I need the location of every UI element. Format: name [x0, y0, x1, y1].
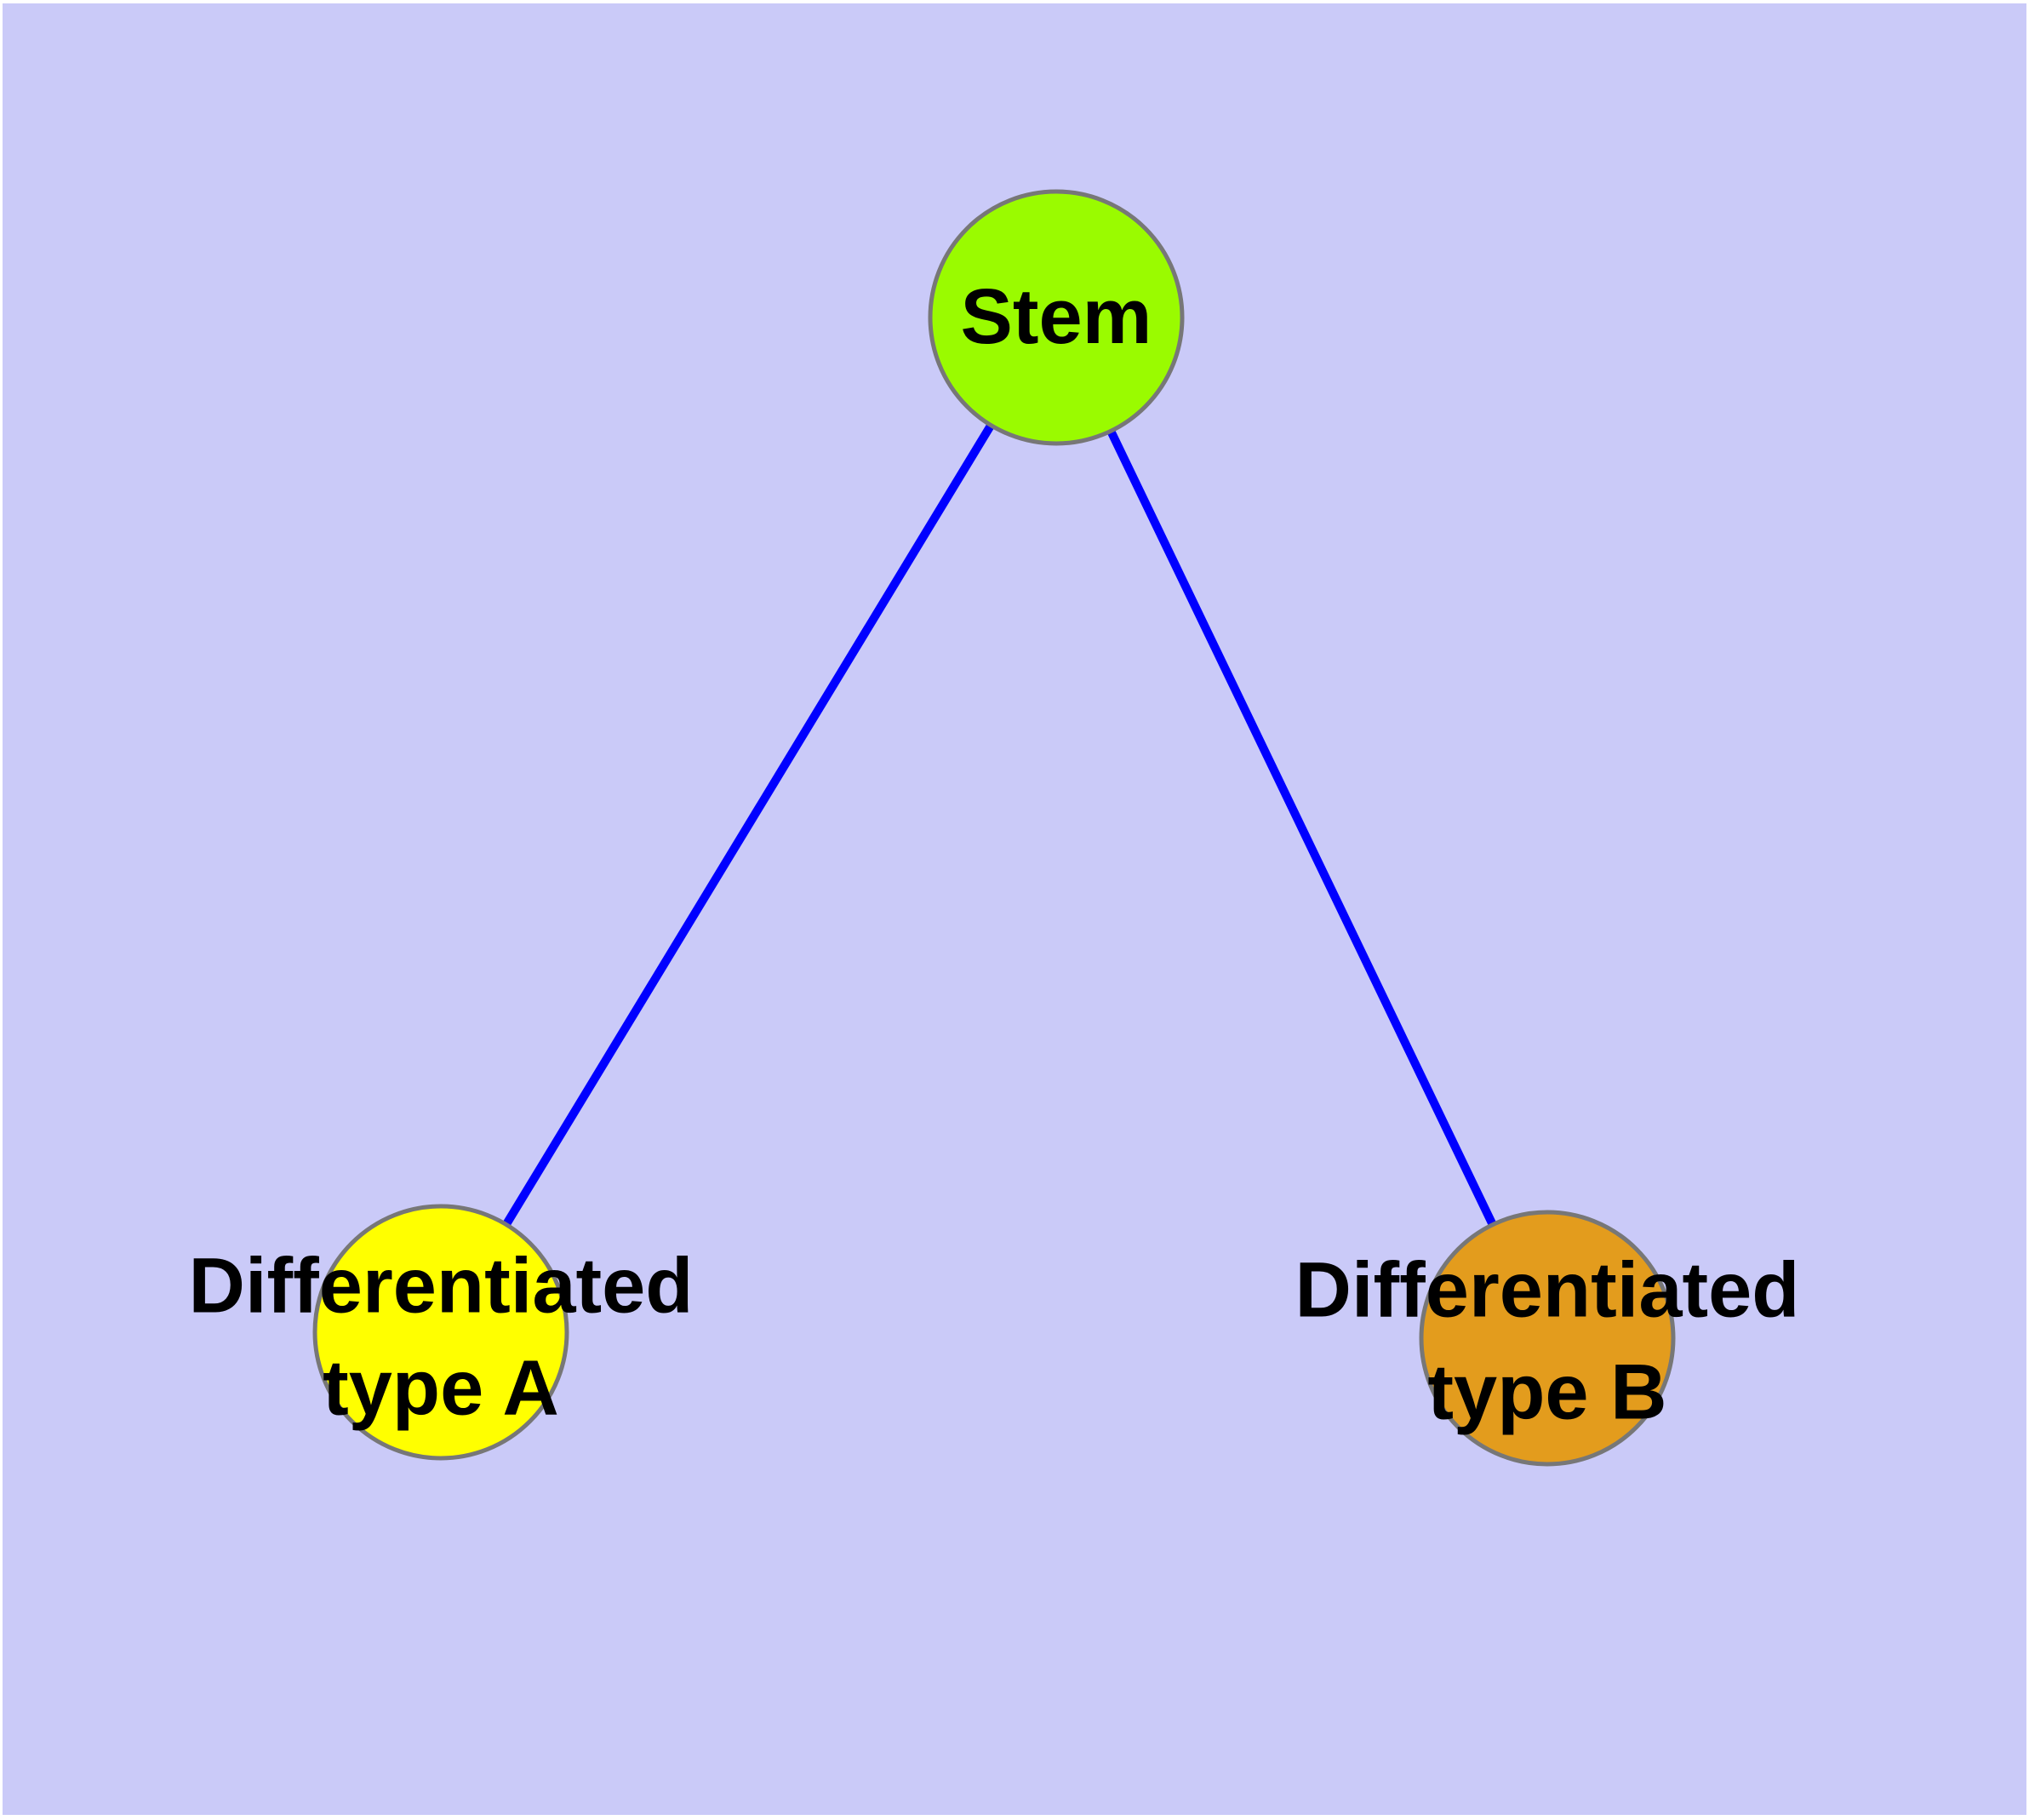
node-label-line: Differentiated	[1295, 1246, 1800, 1334]
edge-stem-to-type-a	[437, 315, 1060, 1335]
node-stem	[928, 189, 1185, 446]
diagram-canvas: Stem Differentiated type A Differentiate…	[3, 3, 2026, 1815]
node-label-differentiated-type-b: Differentiated type B	[1295, 1239, 1800, 1443]
graph-svg	[312, 189, 1676, 1467]
node-label-line: Stem	[960, 273, 1152, 361]
node-label-differentiated-type-a: Differentiated type A	[189, 1235, 694, 1439]
node-differentiated-type-b	[1419, 1210, 1676, 1467]
edge-stem-to-type-b	[1052, 315, 1552, 1341]
node-label-line: type B	[1427, 1348, 1667, 1435]
node-label-line: type A	[323, 1344, 559, 1431]
node-label-line: Differentiated	[188, 1242, 694, 1330]
node-differentiated-type-a	[312, 1204, 569, 1461]
node-label-stem: Stem	[961, 266, 1152, 369]
